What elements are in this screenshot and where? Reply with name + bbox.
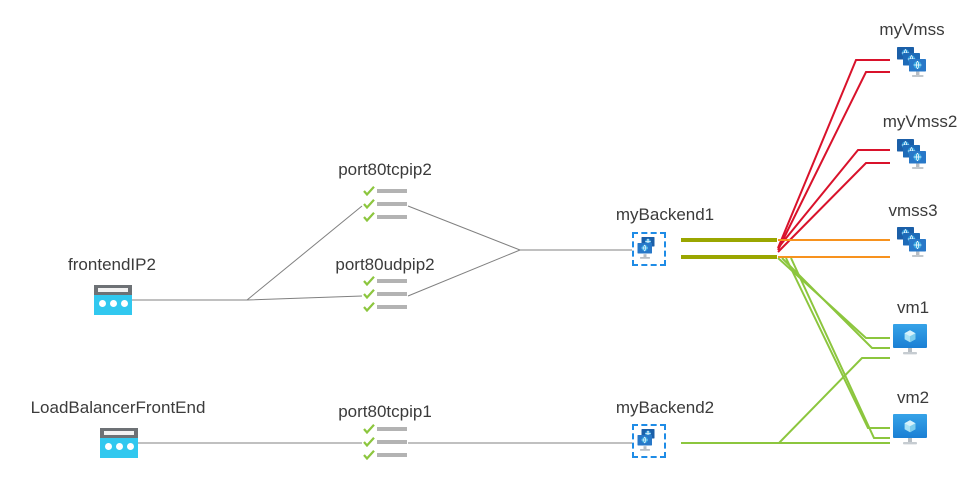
check-icon (363, 302, 375, 312)
check-icon (363, 424, 375, 434)
rule-bar (377, 427, 407, 431)
edge-junction-to-myVmss2 (777, 162, 890, 253)
frontend-ip-icon-frontendIP2[interactable] (94, 285, 132, 315)
edge-junction-to-myVmss (777, 71, 890, 251)
ip-icon-titlebar (100, 428, 138, 438)
rule-icon-port80udpip2[interactable] (363, 276, 407, 316)
vm-glyph (893, 324, 927, 355)
node-label-port80tcpip2: port80tcpip2 (338, 160, 432, 179)
vm-icon-vm1[interactable] (890, 323, 930, 359)
vmss-glyph (897, 47, 926, 77)
rule-row (363, 450, 407, 460)
edge-port80udpip2-to-myBackend1 (407, 249, 646, 297)
rule-row (363, 276, 407, 286)
edge-port80tcpip2-to-myBackend1 (407, 205, 646, 251)
rule-row (363, 424, 407, 434)
rule-bar (377, 202, 407, 206)
vm-glyph (893, 414, 927, 445)
edge-frontendIP2-to-port80tcpip2 (131, 205, 363, 301)
vmss-glyph (897, 227, 926, 257)
check-icon (363, 212, 375, 222)
rule-row (363, 289, 407, 299)
node-label-myVmss: myVmss (879, 20, 945, 39)
node-label-myBackend2: myBackend2 (615, 398, 715, 417)
ip-icon-dots (99, 300, 128, 307)
rule-bar (377, 453, 407, 457)
edge-junction-to-vm1 (777, 257, 890, 339)
vmss-glyph (637, 237, 655, 259)
ip-icon-titlebar (94, 285, 132, 295)
rule-row (363, 212, 407, 222)
rule-row (363, 186, 407, 196)
check-icon (363, 186, 375, 196)
vmss-icon-myVmss[interactable] (890, 46, 932, 82)
rule-bar (377, 215, 407, 219)
vmss-icon-vmss3[interactable] (890, 226, 932, 262)
rule-bar (377, 440, 407, 444)
rule-bar (377, 305, 407, 309)
check-icon (363, 199, 375, 209)
backend-pool-icon-myBackend1[interactable] (632, 232, 666, 266)
vmss-glyph (637, 429, 655, 451)
vmss-glyph (897, 139, 926, 169)
edge-frontendIP2-to-port80udpip2 (131, 295, 363, 301)
edge-junction-to-vm2 (790, 257, 890, 439)
backend-pool-icon-myBackend2[interactable] (632, 424, 666, 458)
rule-icon-port80tcpip2[interactable] (363, 186, 407, 226)
rule-row (363, 302, 407, 312)
edge-junction-to-vm1 (781, 257, 890, 349)
edge-junction-to-myVmss (777, 59, 890, 249)
rule-row (363, 199, 407, 209)
node-label-port80tcpip1: port80tcpip1 (338, 402, 432, 421)
check-icon (363, 289, 375, 299)
check-icon (363, 437, 375, 447)
check-icon (363, 450, 375, 460)
frontend-ip-icon-LoadBalancerFrontEnd[interactable] (100, 428, 138, 458)
vmss-icon-myVmss2[interactable] (890, 138, 932, 174)
node-label-frontendIP2: frontendIP2 (68, 255, 156, 274)
node-label-vmss3: vmss3 (888, 201, 938, 220)
edge-junction-to-myVmss2 (777, 149, 890, 249)
node-label-myBackend1: myBackend1 (615, 205, 715, 224)
rule-row (363, 437, 407, 447)
check-icon (363, 276, 375, 286)
rule-bar (377, 279, 407, 283)
node-label-vm2: vm2 (896, 388, 930, 407)
ip-icon-dots (105, 443, 134, 450)
node-label-LoadBalancerFrontEnd: LoadBalancerFrontEnd (30, 398, 206, 417)
node-label-port80udpip2: port80udpip2 (335, 255, 435, 274)
node-label-myVmss2: myVmss2 (882, 112, 958, 131)
rule-bar (377, 189, 407, 193)
edge-junction-to-vm2 (785, 257, 890, 429)
rule-icon-port80tcpip1[interactable] (363, 424, 407, 464)
vm-icon-vm2[interactable] (890, 413, 930, 449)
rule-bar (377, 292, 407, 296)
node-label-vm1: vm1 (896, 298, 930, 317)
